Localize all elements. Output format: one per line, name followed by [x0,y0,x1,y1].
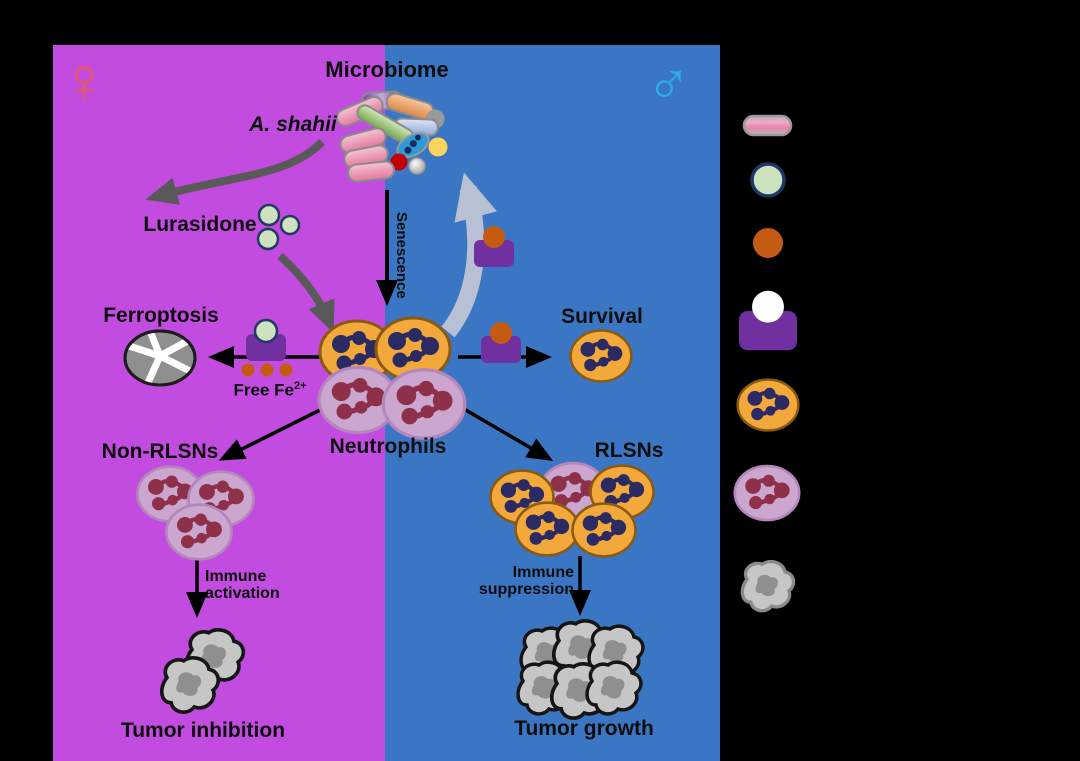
immune-activation-label: Immune activation [205,568,280,602]
senescence-label: Senescence [392,212,410,299]
neutrophil-cluster-icon [319,318,465,439]
arrow-ashahii-to-lurasidone [145,139,325,205]
immune-suppression-line2: suppression [478,581,574,598]
surviving-neutrophil-icon [570,330,632,382]
immune-suppression-line1: Immune [512,564,574,581]
tumor-inhibition-label: Tumor inhibition [120,719,286,742]
free-fe-label: Free Fe2+ [233,380,307,400]
non-rlsn-cells-icon [137,466,254,560]
lurasidone-molecules-icon [256,203,301,251]
survival-label: Survival [561,305,643,328]
receptor-green-ligand-icon [246,320,286,361]
immune-suppression-label: Immune suppression [479,564,574,598]
microbiome-bacteria-cluster-icon [336,90,448,183]
legend-pink-neutrophil-icon [734,466,800,520]
arrow-to-rlsns [451,400,554,462]
legend-free-iron-ion-icon [753,228,783,258]
free-fe-text: Free Fe [233,380,294,400]
yellow-microbe-icon [428,137,448,157]
tumor-inhibition-cells-icon [159,627,246,714]
blue-spotted-microbe-icon [396,131,430,159]
female-symbol-icon: ♀ [60,44,108,116]
silver-microbe-icon [408,157,426,175]
ferroptosis-label: Ferroptosis [103,304,219,327]
legend-receptor-icon [739,290,797,351]
male-symbol-icon: ♂ [646,48,691,115]
legend [734,114,800,613]
non-rlsns-label: Non-RLSNs [101,440,219,463]
ferroptotic-cell-icon [123,329,197,387]
rlsns-label: RLSNs [594,439,664,462]
legend-bacterium-capsule-icon [742,114,793,137]
immune-activation-line2: activation [205,585,280,602]
arrow-to-non-rlsns [218,400,337,461]
free-fe-superscript: 2+ [293,380,307,392]
neutrophils-label: Neutrophils [329,435,447,458]
lurasidone-label: Lurasidone [143,213,257,236]
a-shahii-label: A. shahii [249,113,337,136]
rlsn-cells-icon [490,463,654,557]
red-microbe-icon [390,153,408,171]
arrow-lurasidone-to-neutrophils [277,252,335,334]
tumor-growth-cells-icon [516,618,645,720]
legend-orange-neutrophil-icon [737,379,799,431]
legend-lurasidone-molecule-icon [750,162,786,198]
microbiome-label: Microbiome [325,57,449,82]
immune-activation-line1: Immune [205,568,267,585]
receptor-orange-ligand-icon [481,322,521,363]
legend-tumor-cell-icon [740,559,796,613]
arrow-neutrophils-to-microbiome [441,172,497,338]
free-iron-dots-icon [241,363,293,377]
tumor-growth-label: Tumor growth [514,717,654,740]
